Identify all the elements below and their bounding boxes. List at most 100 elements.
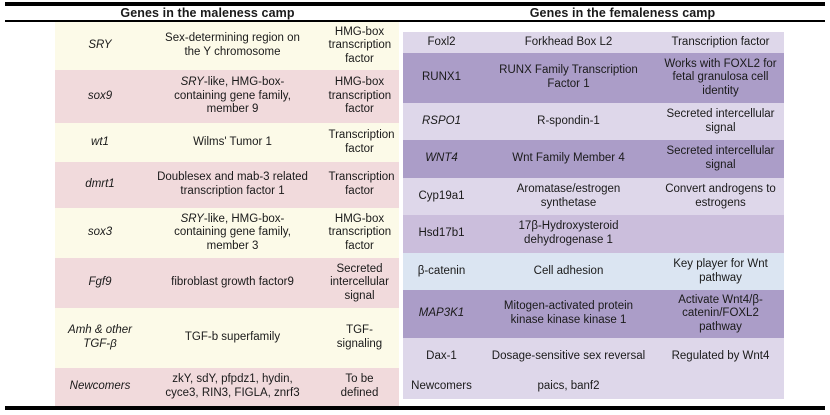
- description-cell: RUNX Family Transcription Factor 1: [480, 53, 657, 103]
- description-cell: fibroblast growth factor9: [145, 258, 320, 308]
- table-row: MAP3K1 Mitogen-activated protein kinase k…: [403, 290, 784, 338]
- gene-cell: RSPO1: [403, 103, 480, 140]
- description-cell-text: SRY-like, HMG-box-containing gene family…: [157, 213, 309, 254]
- gene-cell-text: Amh & other TGF-β: [68, 324, 132, 350]
- function-cell: Transcription factor: [657, 32, 784, 53]
- description-cell-text: SRY-like, HMG-box-containing gene family…: [157, 76, 309, 117]
- function-cell: HMG-box transcription factor: [320, 22, 399, 70]
- description-cell-text: zkY, sdY, pfpdz1, hydin, cyce3, RIN3, FI…: [165, 373, 300, 399]
- table-row: Amh & other TGF-β TGF-b superfamily TGF-si…: [55, 308, 399, 368]
- function-cell-text: Transcription factor: [328, 171, 395, 197]
- table-row: Newcomers zkY, sdY, pfpdz1, hydin, cyce3,…: [55, 368, 399, 406]
- description-text: -like, HMG-box-containing gene family, m…: [174, 212, 291, 252]
- function-cell-text: Transcription factor: [328, 128, 395, 155]
- description-cell-text: Aromatase/estrogen synthetase: [516, 182, 621, 209]
- function-cell: Secreted intercellular signal: [320, 258, 399, 308]
- gene-cell-text: SRY: [88, 39, 112, 52]
- description-cell: Cell adhesion: [480, 253, 657, 290]
- description-cell: Dosage-sensitive sex reversal: [480, 338, 657, 375]
- function-cell-text: Key player for Wnt pathway: [673, 257, 768, 284]
- description-cell: SRY-like, HMG-box-containing gene family…: [145, 70, 320, 123]
- gene-cell: Amh & other TGF-β: [55, 308, 145, 368]
- description-cell: Sex-determining region on the Y chromoso…: [145, 22, 320, 70]
- gene-cell-text: sox3: [87, 226, 113, 239]
- description-cell-text: fibroblast growth factor9: [171, 276, 294, 289]
- description-text: -like, HMG-box-containing gene family, m…: [174, 76, 291, 116]
- description-cell: zkY, sdY, pfpdz1, hydin, cyce3, RIN3, FI…: [145, 368, 320, 406]
- gene-cell-text: sox9: [87, 89, 113, 102]
- gene-cell: Dax-1: [403, 338, 480, 375]
- gene-cell: RUNX1: [403, 53, 480, 103]
- description-cell-text: Mitogen-activated protein kinase kinase …: [503, 300, 634, 326]
- function-cell-text: Works with FOXL2 for fetal granulosa cel…: [664, 57, 777, 97]
- gene-cell-text: dmrt1: [85, 178, 115, 191]
- gene-cell: SRY: [55, 22, 145, 70]
- function-cell: HMG-box transcription factor: [320, 70, 399, 123]
- gene-cell: sox3: [55, 208, 145, 258]
- description-cell-text: RUNX Family Transcription Factor 1: [499, 64, 638, 90]
- table-row: Hsd17b1 17β-Hydroxysteroid dehydrogenase …: [403, 215, 784, 253]
- gene-cell: Foxl2: [403, 32, 480, 53]
- gene-cell-text: Hsd17b1: [418, 227, 465, 240]
- description-cell: Mitogen-activated protein kinase kinase …: [480, 290, 657, 338]
- function-cell-text: HMG-box transcription factor: [328, 212, 392, 252]
- table-row: WNT4 Wnt Family Member 4 Secreted intercel…: [403, 140, 784, 178]
- gene-cell: Newcomers: [55, 368, 145, 406]
- function-cell: Transcription factor: [320, 123, 399, 162]
- maleness-header: Genes in the maleness camp: [120, 6, 295, 20]
- function-cell-text: HMG-box transcription factor: [328, 25, 392, 65]
- function-cell: Transcription factor: [320, 162, 399, 208]
- header-underline: [5, 20, 825, 22]
- gene-cell: dmrt1: [55, 162, 145, 208]
- femaleness-header: Genes in the femaleness camp: [529, 6, 716, 20]
- gene-symbol-inline: SRY: [180, 76, 204, 89]
- gene-cell-text: Cyp19a1: [418, 189, 465, 202]
- function-cell-text: Transcription factor: [671, 35, 770, 48]
- gene-cell-text: β-catenin: [417, 264, 466, 277]
- top-rule: [5, 2, 825, 6]
- description-cell-text: Doublesex and mab-3 related transcriptio…: [157, 171, 308, 197]
- description-cell: Doublesex and mab-3 related transcriptio…: [145, 162, 320, 208]
- function-cell-text: TGF-signaling: [336, 324, 383, 350]
- gene-cell: WNT4: [403, 140, 480, 178]
- gene-cell-text: Fgf9: [88, 276, 112, 289]
- description-cell-text: TGF-b superfamily: [184, 331, 281, 344]
- femaleness-table: Foxl2 Forkhead Box L2 Transcription factor…: [403, 32, 784, 399]
- function-cell-text: Secreted intercellular signal: [330, 262, 389, 302]
- gene-cell-text: Newcomers: [69, 380, 131, 393]
- description-cell-text: Cell adhesion: [533, 264, 604, 277]
- description-cell-text: R-spondin-1: [537, 114, 600, 127]
- gene-cell-text: RUNX1: [422, 71, 461, 84]
- gene-cell-text: Foxl2: [427, 35, 456, 48]
- function-cell: TGF-signaling: [320, 308, 399, 368]
- function-cell: Secreted intercellular signal: [657, 103, 784, 140]
- function-cell-text: Regulated by Wnt4: [671, 349, 770, 362]
- description-cell-text: Forkhead Box L2: [524, 35, 613, 48]
- gene-cell-text: WNT4: [425, 152, 458, 165]
- gene-cell: sox9: [55, 70, 145, 123]
- function-cell-text: Secreted intercellular signal: [666, 145, 775, 171]
- gene-cell: Cyp19a1: [403, 178, 480, 215]
- description-cell: Forkhead Box L2: [480, 32, 657, 53]
- function-cell: Secreted intercellular signal: [657, 140, 784, 178]
- table-row: RSPO1 R-spondin-1 Secreted intercellular s…: [403, 103, 784, 140]
- table-row: sox3 SRY-like, HMG-box-containing gene fa…: [55, 208, 399, 258]
- description-cell-text: Sex-determining region on the Y chromoso…: [165, 32, 300, 58]
- table-row: RUNX1 RUNX Family Transcription Factor 1 W…: [403, 53, 784, 103]
- description-cell: paics, banf2: [480, 375, 657, 399]
- function-cell-text: To be defined: [340, 373, 379, 399]
- description-cell-text: Wilms' Tumor 1: [193, 135, 272, 148]
- gene-cell: MAP3K1: [403, 290, 480, 338]
- description-cell: 17β-Hydroxysteroid dehydrogenase 1: [480, 215, 657, 253]
- description-cell-text: Wnt Family Member 4: [512, 152, 625, 165]
- table-row: dmrt1 Doublesex and mab-3 related transcr…: [55, 162, 399, 208]
- gene-symbol-inline: SRY: [180, 212, 204, 225]
- table-row: SRY Sex-determining region on the Y chrom…: [55, 22, 399, 70]
- description-cell: Wnt Family Member 4: [480, 140, 657, 178]
- maleness-table: SRY Sex-determining region on the Y chrom…: [55, 22, 399, 406]
- gene-cell: β-catenin: [403, 253, 480, 290]
